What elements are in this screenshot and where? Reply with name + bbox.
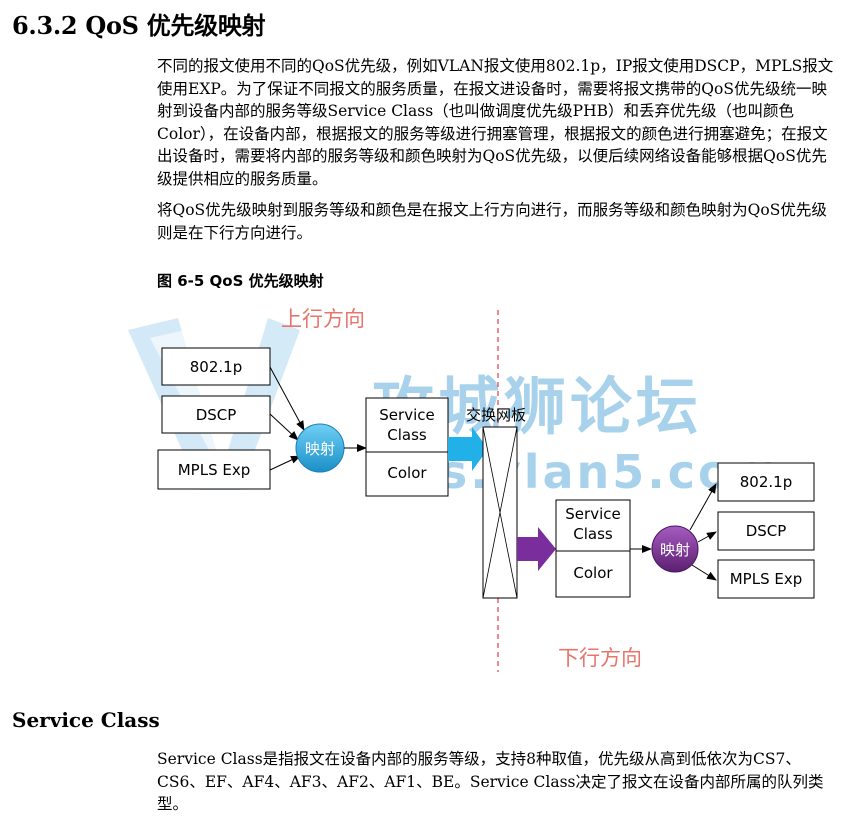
service-class-paragraph: Service Class是指报文在设备内部的服务等级，支持8种取值，优先级从高… (157, 750, 824, 813)
qos-mapping-diagram: 攻城狮论坛 bbs.vlan5.com 上行方向 下行方向 802.1p DSC… (128, 307, 815, 672)
svg-text:Service: Service (565, 505, 620, 523)
svg-text:DSCP: DSCP (746, 522, 787, 540)
upstream-label: 上行方向 (281, 307, 365, 331)
input-box-mpls-exp: MPLS Exp (157, 449, 271, 490)
switch-board (482, 426, 518, 599)
svg-text:Service: Service (379, 406, 434, 424)
svg-text:MPLS Exp: MPLS Exp (178, 461, 251, 479)
downstream-label: 下行方向 (558, 646, 642, 670)
downstream-arrow (517, 527, 556, 571)
svg-text:映射: 映射 (305, 440, 335, 458)
svg-text:Color: Color (573, 564, 613, 582)
downstream-map-circle: 映射 (651, 525, 699, 573)
svg-text:802.1p: 802.1p (740, 473, 792, 491)
intro-paragraph: 不同的报文使用不同的QoS优先级，例如VLAN报文使用802.1p，IP报文使用… (157, 57, 834, 188)
upstream-service-class-box: Service Class Color (365, 397, 449, 497)
direction-paragraph: 将QoS优先级映射到服务等级和颜色是在报文上行方向进行，而服务等级和颜色映射为Q… (157, 201, 827, 242)
svg-text:MPLS Exp: MPLS Exp (730, 570, 803, 588)
upstream-arrow (448, 427, 488, 471)
svg-text:DSCP: DSCP (196, 406, 237, 424)
input-box-8021p: 802.1p (161, 347, 271, 386)
upstream-map-circle: 映射 (295, 423, 345, 473)
output-box-mpls-exp: MPLS Exp (717, 559, 815, 599)
svg-text:802.1p: 802.1p (190, 358, 242, 376)
service-class-heading: Service Class (12, 708, 160, 732)
output-box-8021p: 802.1p (717, 462, 815, 502)
figure-caption: 图 6-5 QoS 优先级映射 (157, 272, 324, 290)
downstream-service-class-box: Service Class Color (555, 499, 631, 598)
section-heading: 6.3.2 QoS 优先级映射 (12, 11, 266, 40)
input-box-dscp: DSCP (161, 395, 271, 434)
switch-board-label: 交换网板 (466, 406, 526, 424)
svg-text:映射: 映射 (660, 541, 690, 559)
output-box-dscp: DSCP (717, 511, 815, 551)
svg-text:Class: Class (573, 525, 613, 543)
svg-text:Class: Class (387, 426, 427, 444)
svg-text:Color: Color (387, 464, 427, 482)
